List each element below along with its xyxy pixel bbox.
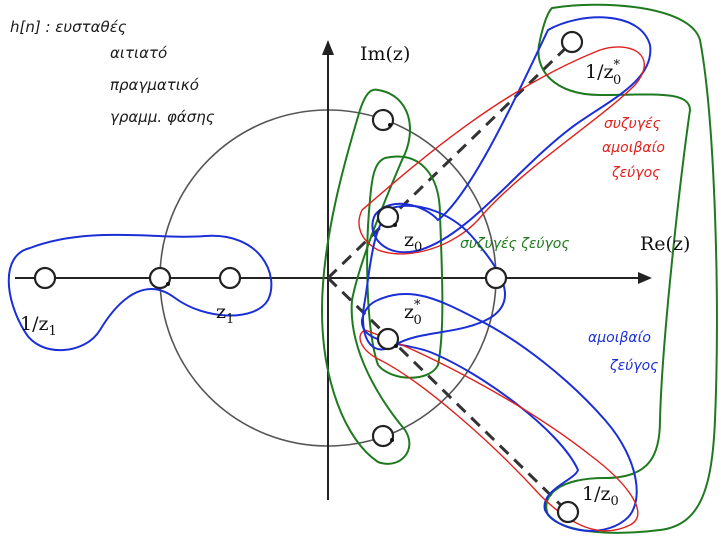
pen-dot <box>166 282 170 286</box>
real-axis-arrow <box>638 272 652 284</box>
note-line-4: γραμμ. φάσης <box>110 108 215 126</box>
zero-z0-conj <box>376 327 400 351</box>
inv-z1-label: 1/z1 <box>20 313 57 339</box>
dashed-line-upper <box>326 40 574 280</box>
inv-z0-conj-label: 1/z*0 <box>585 58 621 88</box>
green-loop-conj-pair <box>366 155 444 379</box>
red-loop-lower-conj-reciprocal <box>359 329 639 532</box>
zero-inv-z1 <box>33 266 57 290</box>
blue-note-line-2: ζεύγος <box>609 358 658 374</box>
zero-on-circle-real <box>148 266 172 290</box>
z0-conj-label: z*0 <box>404 298 422 328</box>
dashed-line-lower <box>326 276 570 514</box>
green-note: συζυγές ζεύγος <box>460 236 570 252</box>
zero-inv-z0-conj <box>560 30 584 54</box>
note-line-2: αιτιατό <box>110 44 167 62</box>
blue-note-line-1: αμοιβαίο <box>588 330 651 346</box>
imaginary-axis-arrow <box>322 40 334 55</box>
pen-dot <box>394 344 398 348</box>
red-note-line-3: ζεύγος <box>611 165 660 181</box>
zero-on-circle-right <box>484 266 508 290</box>
zero-inv-z0 <box>556 500 580 524</box>
pen-dot <box>388 123 392 127</box>
green-loop-unit-circle-pair <box>320 88 411 465</box>
blue-loop-upper-reciprocal <box>371 16 652 254</box>
zero-on-circle-lower <box>371 424 395 448</box>
red-loop-upper-conj-reciprocal <box>358 46 645 255</box>
z1-label: z1 <box>216 301 234 327</box>
zero-z1 <box>218 266 242 290</box>
note-line-3: πραγματικό <box>110 76 199 94</box>
red-note-line-2: αμοιβαίο <box>602 140 665 156</box>
green-loop-outer-pair <box>537 3 718 534</box>
blue-loop-conj-pair <box>362 204 507 351</box>
red-note-line-1: συζυγές <box>604 116 661 132</box>
z0-label: z0 <box>404 229 422 255</box>
pen-dot <box>390 438 394 442</box>
blue-loop-real-pair <box>7 233 273 352</box>
note-line-1: h[n] : ευσταθές <box>10 18 127 36</box>
zero-z0 <box>376 205 400 229</box>
inv-z0-label: 1/z0 <box>582 483 619 509</box>
im-axis-label: Im(z) <box>360 43 410 65</box>
re-axis-label: Re(z) <box>640 233 690 255</box>
pen-dot <box>393 223 397 227</box>
